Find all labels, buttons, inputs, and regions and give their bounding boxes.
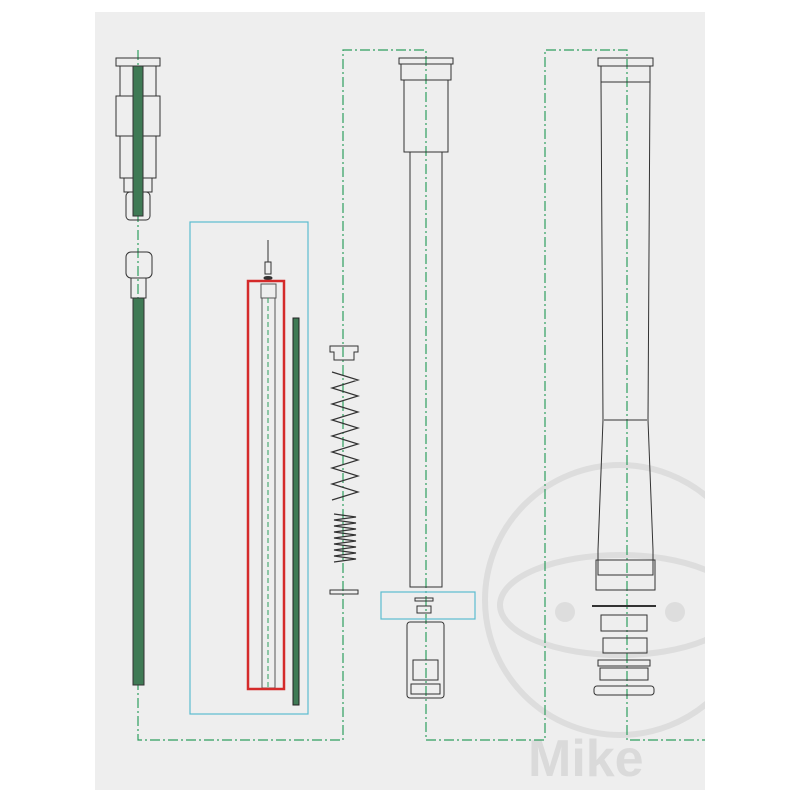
inner-parts-group-box — [189, 221, 309, 715]
needle-valve — [263, 240, 273, 280]
spring-cap — [329, 345, 359, 361]
damper-rod — [125, 251, 153, 686]
short-spring — [333, 513, 357, 563]
inner-tube — [398, 57, 454, 588]
highlight-box — [246, 279, 286, 691]
o-ring — [414, 597, 434, 602]
thin-rod — [292, 317, 300, 706]
watermark-logo: Mike — [482, 462, 705, 788]
watermark-text: Mike — [528, 730, 644, 788]
bottom-foot — [406, 621, 445, 699]
drawing-panel — [95, 12, 705, 790]
main-spring — [329, 371, 361, 501]
assembly-centerline — [137, 49, 705, 741]
cartridge-top-assembly — [115, 57, 161, 221]
small-parts-group-box — [380, 591, 476, 620]
outer-tube — [595, 57, 656, 591]
bushing — [416, 605, 432, 614]
washer — [329, 589, 359, 595]
seal-rings — [592, 605, 656, 696]
